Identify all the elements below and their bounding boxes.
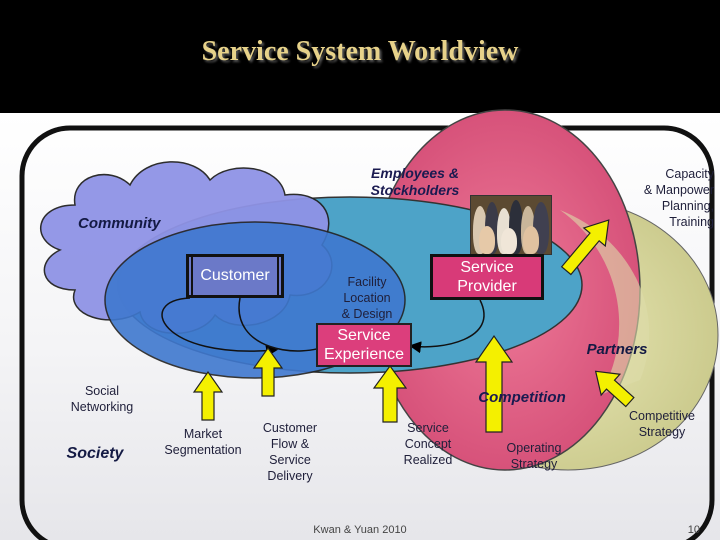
- competitive-strategy-label: Competitive Strategy: [629, 409, 695, 439]
- operating-strategy-label: Operating Strategy: [506, 441, 562, 471]
- arrow-service-concept: [372, 364, 408, 423]
- arrow-competitive-strategy: [594, 370, 635, 408]
- service-provider-box: Service Provider: [430, 254, 544, 300]
- service-concept-label: Service Concept Realized: [403, 421, 453, 467]
- partners-label: Partners: [586, 341, 648, 358]
- flow-arc-right: [409, 299, 485, 354]
- customer-flow-label: Customer Flow & Service Delivery: [262, 421, 318, 483]
- flow-arc-left: [161, 297, 278, 357]
- service-experience-box: Service Experience: [316, 323, 412, 367]
- capacity-label: Capacity & Manpower Planning, Training: [643, 167, 714, 229]
- arrow-market-segmentation: [192, 370, 224, 421]
- arrow-capacity: [560, 219, 610, 276]
- competition-label: Competition: [478, 389, 566, 406]
- title-band: Service System Worldview: [0, 0, 720, 108]
- employees-label: Employees & Stockholders: [370, 165, 460, 198]
- arrow-customer-flow: [252, 346, 284, 397]
- community-label: Community: [78, 215, 161, 232]
- facility-label: Facility Location & Design: [341, 275, 393, 321]
- market-segmentation-label: Market Segmentation: [164, 427, 242, 457]
- arrow-operating-strategy: [474, 334, 514, 433]
- slide-title: Service System Worldview: [201, 36, 519, 67]
- employees-group-photo: [470, 195, 552, 255]
- social-networking-label: Social Networking: [70, 384, 134, 414]
- footer-credit: Kwan & Yuan 2010: [313, 524, 407, 536]
- customer-box: Customer: [186, 254, 284, 298]
- society-label: Society: [66, 445, 124, 462]
- page-number: 10: [687, 524, 700, 536]
